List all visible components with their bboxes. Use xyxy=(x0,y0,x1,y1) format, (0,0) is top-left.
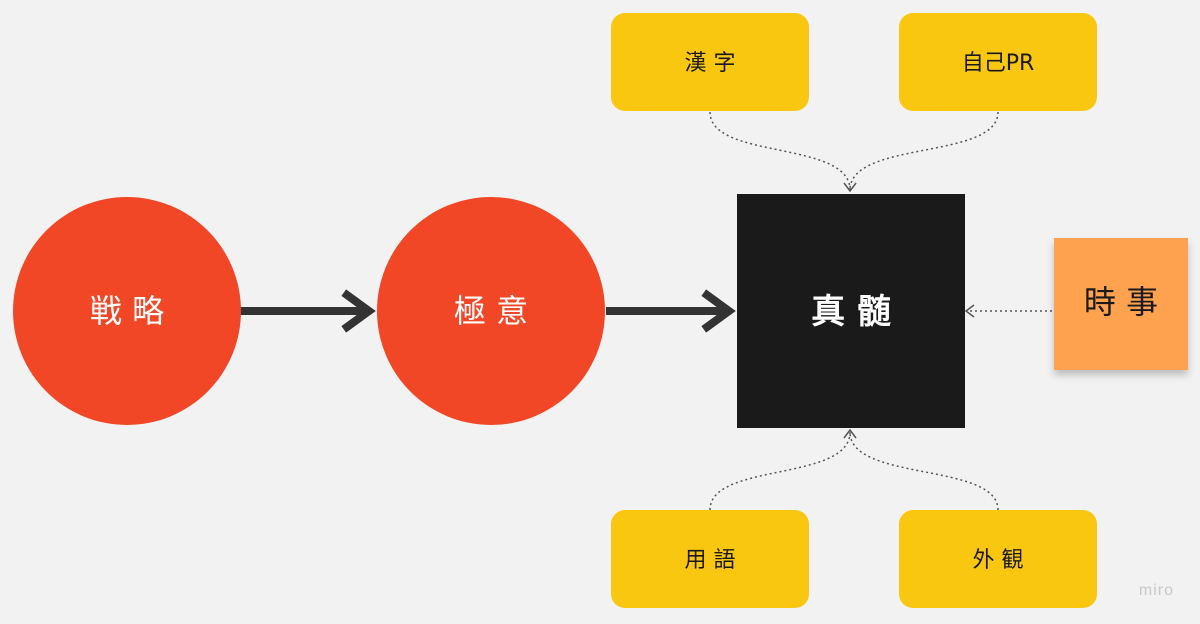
node-appearance-label: 外 観 xyxy=(973,548,1024,573)
edge-terms-to-essence[interactable] xyxy=(709,431,851,511)
edge-self-pr-to-essence[interactable] xyxy=(849,111,999,191)
node-kanji-label: 漢 字 xyxy=(685,51,736,76)
node-strategy-label: 戦 略 xyxy=(90,292,164,330)
edge-current-affairs-to-essence[interactable] xyxy=(964,304,1052,318)
node-self-pr[interactable]: 自己PR xyxy=(899,13,1097,111)
node-terms-label: 用 語 xyxy=(685,548,736,573)
edge-appearance-to-essence[interactable] xyxy=(849,431,999,511)
node-secret[interactable]: 極 意 xyxy=(377,197,605,425)
node-essence[interactable]: 真 髄 xyxy=(737,194,965,428)
arrowhead-top xyxy=(843,182,857,193)
edge-strategy-to-secret[interactable] xyxy=(240,289,376,333)
node-current-affairs[interactable]: 時 事 xyxy=(1054,238,1188,370)
node-secret-label: 極 意 xyxy=(454,292,528,330)
node-appearance[interactable]: 外 観 xyxy=(899,510,1097,608)
node-strategy[interactable]: 戦 略 xyxy=(13,197,241,425)
miro-watermark: miro xyxy=(1138,582,1174,599)
node-self-pr-label: 自己PR xyxy=(962,51,1035,76)
arrowhead-bottom xyxy=(843,428,857,439)
node-essence-label: 真 髄 xyxy=(811,292,891,332)
node-terms[interactable]: 用 語 xyxy=(611,510,809,608)
node-kanji[interactable]: 漢 字 xyxy=(611,13,809,111)
node-current-affairs-label: 時 事 xyxy=(1084,283,1158,321)
edge-kanji-to-essence[interactable] xyxy=(709,111,851,191)
edge-secret-to-essence[interactable] xyxy=(606,289,736,333)
